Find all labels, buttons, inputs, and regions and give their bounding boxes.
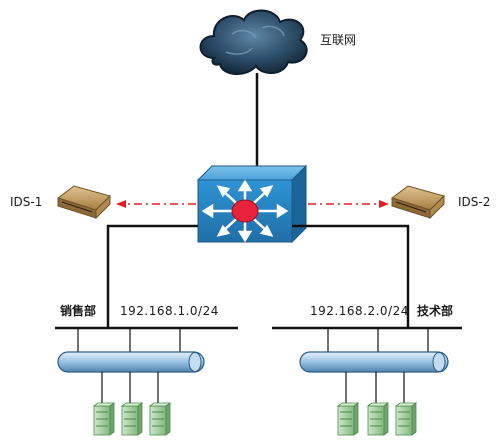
server-icon xyxy=(366,402,390,436)
switch-core-dot xyxy=(231,199,259,223)
ids2-label: IDS-2 xyxy=(458,195,491,209)
network-bus-icon xyxy=(299,351,449,373)
bus-uplinks-right xyxy=(327,328,429,352)
cloud-icon xyxy=(199,9,308,75)
tech-dept-label: 技术部 xyxy=(417,304,454,318)
ids1-label: IDS-1 xyxy=(10,195,43,209)
server-icon xyxy=(336,402,360,436)
tech-subnet-label: 192.168.2.0/24 xyxy=(310,304,409,318)
downlink-left-wire xyxy=(106,224,198,328)
sales-subnet-label: 192.168.1.0/24 xyxy=(120,304,219,318)
downlink-right-wire xyxy=(292,224,410,328)
ids-appliance-icon xyxy=(56,185,111,220)
server-icon xyxy=(148,402,172,436)
server-icon xyxy=(120,402,144,436)
sales-dept-label: 销售部 xyxy=(60,304,97,318)
network-bus-icon xyxy=(57,351,205,373)
server-icon xyxy=(92,402,116,436)
layer3-switch-icon xyxy=(196,164,308,244)
server-icon xyxy=(394,402,418,436)
ids-appliance-icon xyxy=(390,185,445,220)
server-drops-right xyxy=(345,372,405,406)
bus-uplinks-left xyxy=(77,328,181,352)
server-drops-left xyxy=(101,372,159,406)
internet-label: 互联网 xyxy=(320,33,357,47)
